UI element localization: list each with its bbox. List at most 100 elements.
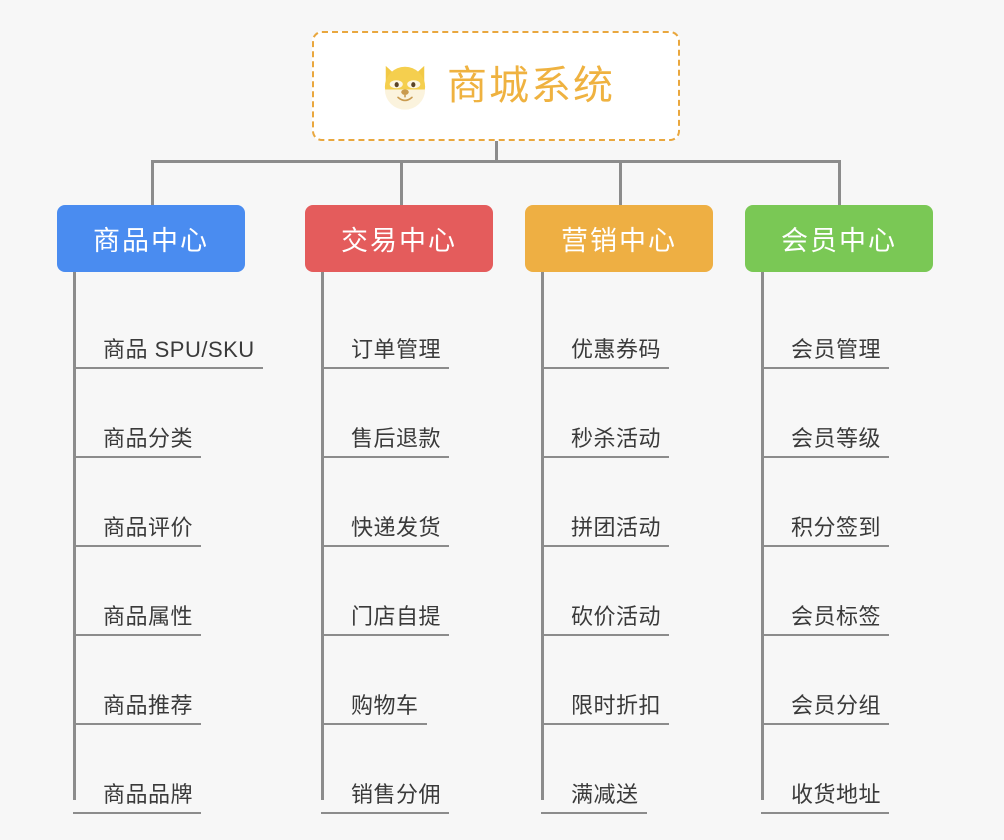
leaf-label: 购物车 [351, 692, 419, 718]
leaf-underline [73, 634, 201, 636]
leaf-trunk-line [541, 272, 544, 800]
list-item[interactable]: 门店自提 [321, 547, 493, 636]
category-title: 会员中心 [781, 226, 897, 256]
leaf-trunk-line [321, 272, 324, 800]
leaf-label: 砍价活动 [571, 603, 662, 629]
leaf-label: 积分签到 [791, 514, 882, 540]
list-item[interactable]: 销售分佣 [321, 725, 493, 814]
category-column-marketing: 营销中心 优惠券码 秒杀活动 拼团活动 砍价活动 限时折扣 满减送 [525, 205, 713, 814]
category-header-trade[interactable]: 交易中心 [305, 205, 493, 272]
leaf-group: 优惠券码 秒杀活动 拼团活动 砍价活动 限时折扣 满减送 [541, 272, 713, 814]
leaf-label: 满减送 [571, 781, 639, 807]
leaf-label: 订单管理 [351, 336, 442, 362]
list-item[interactable]: 快递发货 [321, 458, 493, 547]
list-item[interactable]: 优惠券码 [541, 280, 713, 369]
category-header-marketing[interactable]: 营销中心 [525, 205, 713, 272]
list-item[interactable]: 拼团活动 [541, 458, 713, 547]
connector-bus-line [151, 160, 841, 163]
leaf-underline [761, 367, 889, 369]
leaf-underline [541, 456, 669, 458]
list-item[interactable]: 购物车 [321, 636, 493, 725]
leaf-group: 会员管理 会员等级 积分签到 会员标签 会员分组 收货地址 [761, 272, 933, 814]
leaf-underline [321, 634, 449, 636]
leaf-label: 会员管理 [791, 336, 882, 362]
leaf-underline [541, 812, 647, 814]
connector-drop-1 [151, 160, 154, 207]
leaf-underline [321, 812, 449, 814]
list-item[interactable]: 商品品牌 [73, 725, 245, 814]
list-item[interactable]: 秒杀活动 [541, 369, 713, 458]
connector-drop-2 [400, 160, 403, 207]
leaf-label: 快递发货 [351, 514, 442, 540]
list-item[interactable]: 会员等级 [761, 369, 933, 458]
list-item[interactable]: 售后退款 [321, 369, 493, 458]
category-header-member[interactable]: 会员中心 [745, 205, 933, 272]
leaf-label: 商品品牌 [103, 781, 194, 807]
leaf-label: 销售分佣 [351, 781, 442, 807]
connector-drop-3 [619, 160, 622, 207]
leaf-underline [73, 367, 263, 369]
leaf-underline [761, 723, 889, 725]
list-item[interactable]: 会员标签 [761, 547, 933, 636]
leaf-label: 商品评价 [103, 514, 194, 540]
leaf-underline [761, 812, 889, 814]
category-column-trade: 交易中心 订单管理 售后退款 快递发货 门店自提 购物车 销售分佣 [305, 205, 493, 814]
leaf-label: 会员等级 [791, 425, 882, 451]
leaf-underline [761, 545, 889, 547]
leaf-underline [541, 723, 669, 725]
category-title: 商品中心 [93, 226, 209, 256]
category-column-member: 会员中心 会员管理 会员等级 积分签到 会员标签 会员分组 收货地址 [745, 205, 933, 814]
list-item[interactable]: 收货地址 [761, 725, 933, 814]
leaf-label: 门店自提 [351, 603, 442, 629]
leaf-underline [541, 634, 669, 636]
list-item[interactable]: 积分签到 [761, 458, 933, 547]
leaf-underline [321, 456, 449, 458]
list-item[interactable]: 会员管理 [761, 280, 933, 369]
leaf-label: 商品 SPU/SKU [103, 336, 255, 362]
list-item[interactable]: 商品分类 [73, 369, 245, 458]
category-title: 营销中心 [561, 226, 677, 256]
list-item[interactable]: 商品 SPU/SKU [73, 280, 263, 369]
leaf-label: 会员分组 [791, 692, 882, 718]
leaf-underline [73, 456, 201, 458]
leaf-underline [321, 367, 449, 369]
leaf-label: 商品推荐 [103, 692, 194, 718]
connector-root-stem [495, 141, 498, 163]
root-node[interactable]: 商城系统 [312, 31, 680, 141]
leaf-label: 秒杀活动 [571, 425, 662, 451]
category-column-product: 商品中心 商品 SPU/SKU 商品分类 商品评价 商品属性 商品推荐 商品品牌 [57, 205, 263, 814]
category-title: 交易中心 [341, 226, 457, 256]
list-item[interactable]: 商品属性 [73, 547, 245, 636]
leaf-label: 商品属性 [103, 603, 194, 629]
leaf-underline [73, 723, 201, 725]
leaf-group: 订单管理 售后退款 快递发货 门店自提 购物车 销售分佣 [321, 272, 493, 814]
list-item[interactable]: 订单管理 [321, 280, 493, 369]
list-item[interactable]: 砍价活动 [541, 547, 713, 636]
leaf-label: 优惠券码 [571, 336, 662, 362]
list-item[interactable]: 商品评价 [73, 458, 245, 547]
root-title: 商城系统 [447, 64, 615, 108]
leaf-underline [321, 545, 449, 547]
leaf-label: 收货地址 [791, 781, 882, 807]
leaf-label: 拼团活动 [571, 514, 662, 540]
leaf-label: 限时折扣 [571, 692, 662, 718]
leaf-trunk-line [761, 272, 764, 800]
category-header-product[interactable]: 商品中心 [57, 205, 245, 272]
leaf-underline [541, 367, 669, 369]
leaf-label: 商品分类 [103, 425, 194, 451]
leaf-underline [541, 545, 669, 547]
leaf-underline [73, 812, 201, 814]
leaf-trunk-line [73, 272, 76, 800]
dog-face-icon [384, 65, 426, 110]
list-item[interactable]: 满减送 [541, 725, 713, 814]
leaf-underline [761, 634, 889, 636]
leaf-label: 会员标签 [791, 603, 882, 629]
list-item[interactable]: 商品推荐 [73, 636, 245, 725]
leaf-group: 商品 SPU/SKU 商品分类 商品评价 商品属性 商品推荐 商品品牌 [73, 272, 263, 814]
connector-drop-4 [838, 160, 841, 207]
leaf-underline [761, 456, 889, 458]
leaf-label: 售后退款 [351, 425, 442, 451]
list-item[interactable]: 限时折扣 [541, 636, 713, 725]
leaf-underline [321, 723, 427, 725]
list-item[interactable]: 会员分组 [761, 636, 933, 725]
